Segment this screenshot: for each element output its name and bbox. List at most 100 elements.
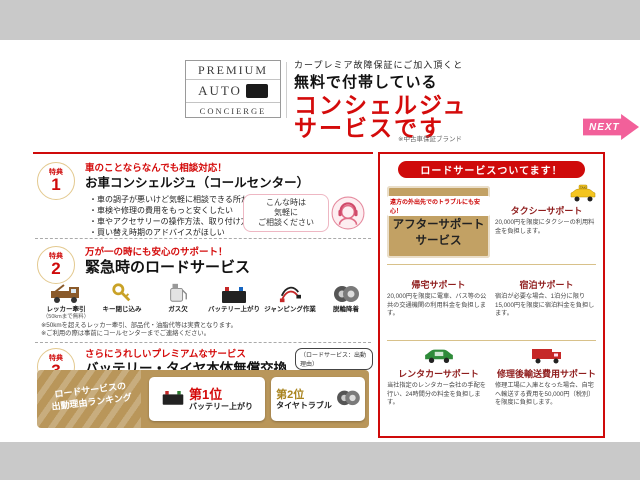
road-service-label: レッカー牽引 <box>46 306 86 313</box>
road-service-item: ガス欠 <box>151 280 205 314</box>
benefit1-bullet: ・車やアクセサリーの操作方法、取り付け方がわからない <box>89 217 297 226</box>
bubble-line2: 気軽に <box>274 208 298 217</box>
service-desc: 20,000円を限度に電車、バス等の公共の交通機関の利用料金を負担します。 <box>387 293 487 317</box>
service-title: 修理後輸送費用サポート <box>496 369 596 379</box>
road-service-label: 脱輪降着 <box>333 306 359 313</box>
tire-rank-icon <box>336 387 360 412</box>
service-desc: 宿泊が必要な場合、1泊分に限り15,000円を限度に宿泊料金を負担します。 <box>495 293 595 317</box>
service-title: 宿泊サポート <box>519 280 574 290</box>
tow-truck-icon <box>39 280 93 304</box>
benefit3-badge-label: 特典 <box>49 355 63 362</box>
benefit2-badge-number: 2 <box>51 259 61 278</box>
road-service-panel-header: ロードサービスついてます！ <box>398 161 585 178</box>
letterbox-bottom <box>0 442 640 480</box>
letterbox-top <box>0 0 640 40</box>
header-title-line2: サービスです <box>294 115 444 141</box>
transport-truck-icon <box>495 346 598 369</box>
benefit1-badge: 特典 1 <box>37 162 75 200</box>
bubble-line3: ご相談ください <box>258 218 314 227</box>
service-desc: 修理工場に入庫となった場合、自宅へ輸送する費用を50,000円（税別）を限度に負… <box>495 382 595 406</box>
premium-auto-concierge-logo: PREMIUM AUTO CONCIERGE <box>185 60 281 118</box>
header-title-line1: コンシェルジュ <box>294 92 468 118</box>
road-service-item: キー閉じ込み <box>95 280 149 314</box>
next-button-label: NEXT <box>589 121 620 133</box>
section-divider <box>35 342 371 343</box>
road-service-panel: ロードサービスついてます！ 遠方の外出先でのトラブルにも安心！ アフターサポート… <box>378 152 605 438</box>
after-support-title-line1: アフターサポート <box>392 219 485 231</box>
consult-speech-bubble: こんな時は 気軽に ご相談ください <box>243 194 329 232</box>
battery-rank-icon <box>161 388 185 411</box>
road-service-label: ジャンピング作業 <box>264 306 316 313</box>
benefit3-tag: （ロードサービス：出動理由） <box>295 348 373 370</box>
service-title: 帰宅サポート <box>411 280 466 290</box>
benefit1-badge-label: 特典 <box>49 169 63 176</box>
logo-line-auto: AUTO <box>198 83 242 98</box>
service-desc: 当社指定のレンタカー会社の手配を行い、24時間分の料金を負担します。 <box>387 382 486 406</box>
jumper-cable-icon <box>263 280 317 304</box>
road-service-label: キー閉じ込み <box>102 306 142 313</box>
panel-divider <box>387 264 596 265</box>
benefit2-title: 緊急時のロードサービス <box>85 259 251 276</box>
car-photo-chip <box>245 84 268 98</box>
service-card-transport: 修理後輸送費用サポート 修理工場に入庫となった場合、自宅へ輸送する費用を50,0… <box>495 346 598 430</box>
benefit3-catch: さらにうれしいプレミアムなサービス <box>85 349 246 360</box>
benefit1-badge-number: 1 <box>51 175 61 194</box>
operator-headset-icon <box>331 196 365 235</box>
service-card-taxi: TAXI タクシーサポート 20,000円を限度にタクシーの利用料金を負担します… <box>495 184 598 258</box>
benefit2-catch: 万が一の時にも安心のサポート！ <box>85 247 228 258</box>
benefit2-note1: ※50kmを超えるレッカー牽引、部品代・油脂代等は実費となります。 <box>41 322 237 329</box>
battery-icon <box>207 280 261 304</box>
rank1-number: 第1位 <box>189 386 223 402</box>
service-title: レンタカーサポート <box>398 369 479 379</box>
road-service-item: レッカー牽引 （50kmまで無料） <box>39 280 93 321</box>
benefit1-catch: 車のことならなんでも相談対応！ <box>85 163 227 174</box>
road-service-label: バッテリー上がり <box>208 306 260 313</box>
svg-text:TAXI: TAXI <box>580 185 587 189</box>
road-service-item: ジャンピング作業 <box>263 280 317 314</box>
road-service-sublabel: （50kmまで無料） <box>42 314 90 320</box>
header-lead-text: カープレミア故障保証にご加入頂くと <box>294 60 464 70</box>
road-service-item: 脱輪降着 <box>319 280 373 314</box>
service-card-kitaku: 帰宅サポート 20,000円を限度に電車、バス等の公共の交通機関の利用料金を負担… <box>387 272 490 336</box>
service-title: タクシーサポート <box>510 206 583 216</box>
taxi-icon: TAXI <box>568 184 598 209</box>
benefit1-bullet: ・車の調子が悪いけど気軽に相談できる所がない <box>89 195 265 204</box>
rank1-label: バッテリー上がり <box>189 401 253 411</box>
flyer-canvas: PREMIUM AUTO CONCIERGE カープレミア故障保証にご加入頂くと… <box>0 40 640 442</box>
service-desc: 20,000円を限度にタクシーの利用料金を負担します。 <box>495 219 595 235</box>
logo-line-premium: PREMIUM <box>186 61 280 80</box>
after-support-title-line2: サービス <box>415 235 462 247</box>
header-footnote: ※中古車保証ブランド <box>398 136 462 143</box>
benefit2-badge: 特典 2 <box>37 246 75 284</box>
after-support-lead: 遠方の外出先でのトラブルにも安心！ <box>387 196 490 216</box>
benefit1-bullet-list: ・車の調子が悪いけど気軽に相談できる所がない ・車検や修理の費用をもっと安くした… <box>89 194 297 238</box>
tire-icon <box>319 280 373 304</box>
gas-can-icon <box>151 280 205 304</box>
benefits-column: 特典 1 車のことならなんでも相談対応！ お車コンシェルジュ（コールセンター） … <box>33 152 373 440</box>
next-button[interactable]: NEXT <box>583 114 639 140</box>
benefit1-bullet: ・買い替え時期のアドバイスがほしい <box>89 228 225 237</box>
bubble-line1: こんな時は <box>266 198 306 207</box>
key-icon <box>95 280 149 304</box>
logo-line-concierge: CONCIERGE <box>199 106 267 116</box>
road-service-label: ガス欠 <box>168 306 188 313</box>
service-card-shukuhaku: 宿泊サポート 宿泊が必要な場合、1泊分に限り15,000円を限度に宿泊料金を負担… <box>495 272 598 336</box>
panel-divider <box>387 340 596 341</box>
service-card-rental: レンタカーサポート 当社指定のレンタカー会社の手配を行い、24時間分の料金を負担… <box>387 346 490 430</box>
benefit2-badge-label: 特典 <box>49 253 63 260</box>
section-divider <box>35 238 371 239</box>
rank2-card: 第2位 タイヤトラブル <box>271 377 365 421</box>
benefit1-title: お車コンシェルジュ（コールセンター） <box>85 176 310 190</box>
ranking-ribbon-stripes <box>37 370 141 428</box>
after-support-card: 遠方の外出先でのトラブルにも安心！ アフターサポート サービス <box>387 186 490 258</box>
header-divider <box>286 62 287 118</box>
ranking-banner: ロードサービスの 出動理由ランキング 第1位 バッテリー上がり <box>37 370 369 428</box>
header-free-text: 無料で付帯している <box>294 74 438 91</box>
road-service-item: バッテリー上がり <box>207 280 261 314</box>
rental-car-icon <box>387 346 490 369</box>
rank1-card: 第1位 バッテリー上がり <box>149 377 265 421</box>
benefit2-note2: ※ご利用の際は事前にコールセンターまでご連絡ください。 <box>41 330 210 337</box>
benefit1-bullet: ・車検や修理の費用をもっと安くしたい <box>89 206 233 215</box>
rank2-label: タイヤトラブル <box>276 400 332 410</box>
